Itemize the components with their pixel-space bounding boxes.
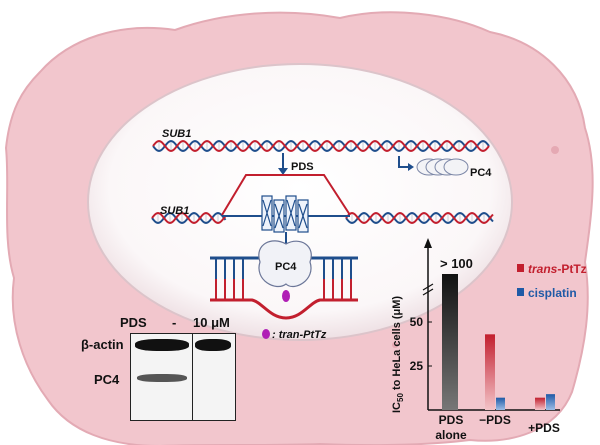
axis-break-1 — [422, 283, 434, 291]
bar-trans-minus-pds — [485, 334, 495, 410]
blot-band-actin-minus — [135, 339, 189, 351]
legend-label-cisplatin: cisplatin — [528, 286, 577, 300]
legend-swatch-trans — [517, 264, 524, 272]
bar-pds-alone — [442, 274, 458, 410]
y-axis-label: IC50 to HeLa cells (μM) — [391, 296, 405, 413]
break-value-label: > 100 — [440, 256, 473, 271]
dna-helix-left — [151, 211, 227, 225]
legend-label-trans: trans-PtTz — [528, 262, 587, 276]
ytick-label-50: 50 — [410, 315, 424, 329]
g-quadruplex-icon — [261, 195, 309, 233]
pc4-bound-label: PC4 — [275, 261, 297, 273]
blot-band-pc4-minus — [137, 374, 187, 382]
western-blot-image — [130, 333, 236, 421]
blot-lane-minus: - — [172, 315, 177, 330]
ic50-bar-chart: 25 50 > 100 IC50 to HeLa cells (μM) PDS … — [391, 238, 587, 442]
cell-vesicle — [392, 342, 398, 348]
blot-lane-divider — [192, 334, 193, 420]
x-label-pds-alone-line1: PDS — [439, 413, 464, 427]
dna-strand — [152, 139, 490, 153]
dna-helix-top — [152, 139, 490, 153]
tran-ptz-legend-dot — [262, 329, 270, 339]
sub1-label-mid: SUB1 — [160, 205, 189, 217]
x-label-pds-alone-line2: alone — [435, 428, 467, 442]
ytick-label-25: 25 — [410, 359, 424, 373]
transcription-arrow — [398, 156, 409, 168]
tran-ptz-legend-label: : tran-PtTz — [272, 329, 327, 341]
pds-arrow-label: PDS — [291, 161, 314, 173]
pds-arrow-head — [278, 168, 288, 175]
blot-lane-plus: 10 μM — [193, 315, 230, 330]
x-label-plus-pds: +PDS — [528, 421, 560, 435]
legend-swatch-cisplatin — [517, 288, 524, 296]
bar-cisplatin-minus-pds — [496, 397, 505, 410]
pc4-protein-icon — [416, 158, 469, 176]
dna-strand — [151, 211, 227, 225]
bar-trans-plus-pds — [535, 397, 545, 410]
sub1-label-top: SUB1 — [162, 128, 191, 140]
pc4-dna-complex — [210, 240, 358, 320]
dna-helix-right — [345, 211, 494, 225]
axis-break-2 — [422, 288, 434, 296]
cell-vesicle — [551, 146, 559, 154]
blot-band-actin-label: β-actin — [81, 337, 124, 352]
y-axis-arrow — [424, 238, 432, 248]
blot-band-pc4-label: PC4 — [94, 372, 120, 387]
blot-band-actin-plus — [195, 339, 231, 351]
unwound-strand — [221, 174, 351, 216]
transcription-arrow-head — [408, 163, 414, 171]
pc4-protein-label: PC4 — [470, 167, 492, 179]
blot-row-label: PDS — [120, 315, 147, 330]
dna-strand — [345, 211, 494, 225]
bar-cisplatin-plus-pds — [546, 394, 555, 410]
x-label-minus-pds: −PDS — [479, 413, 511, 427]
